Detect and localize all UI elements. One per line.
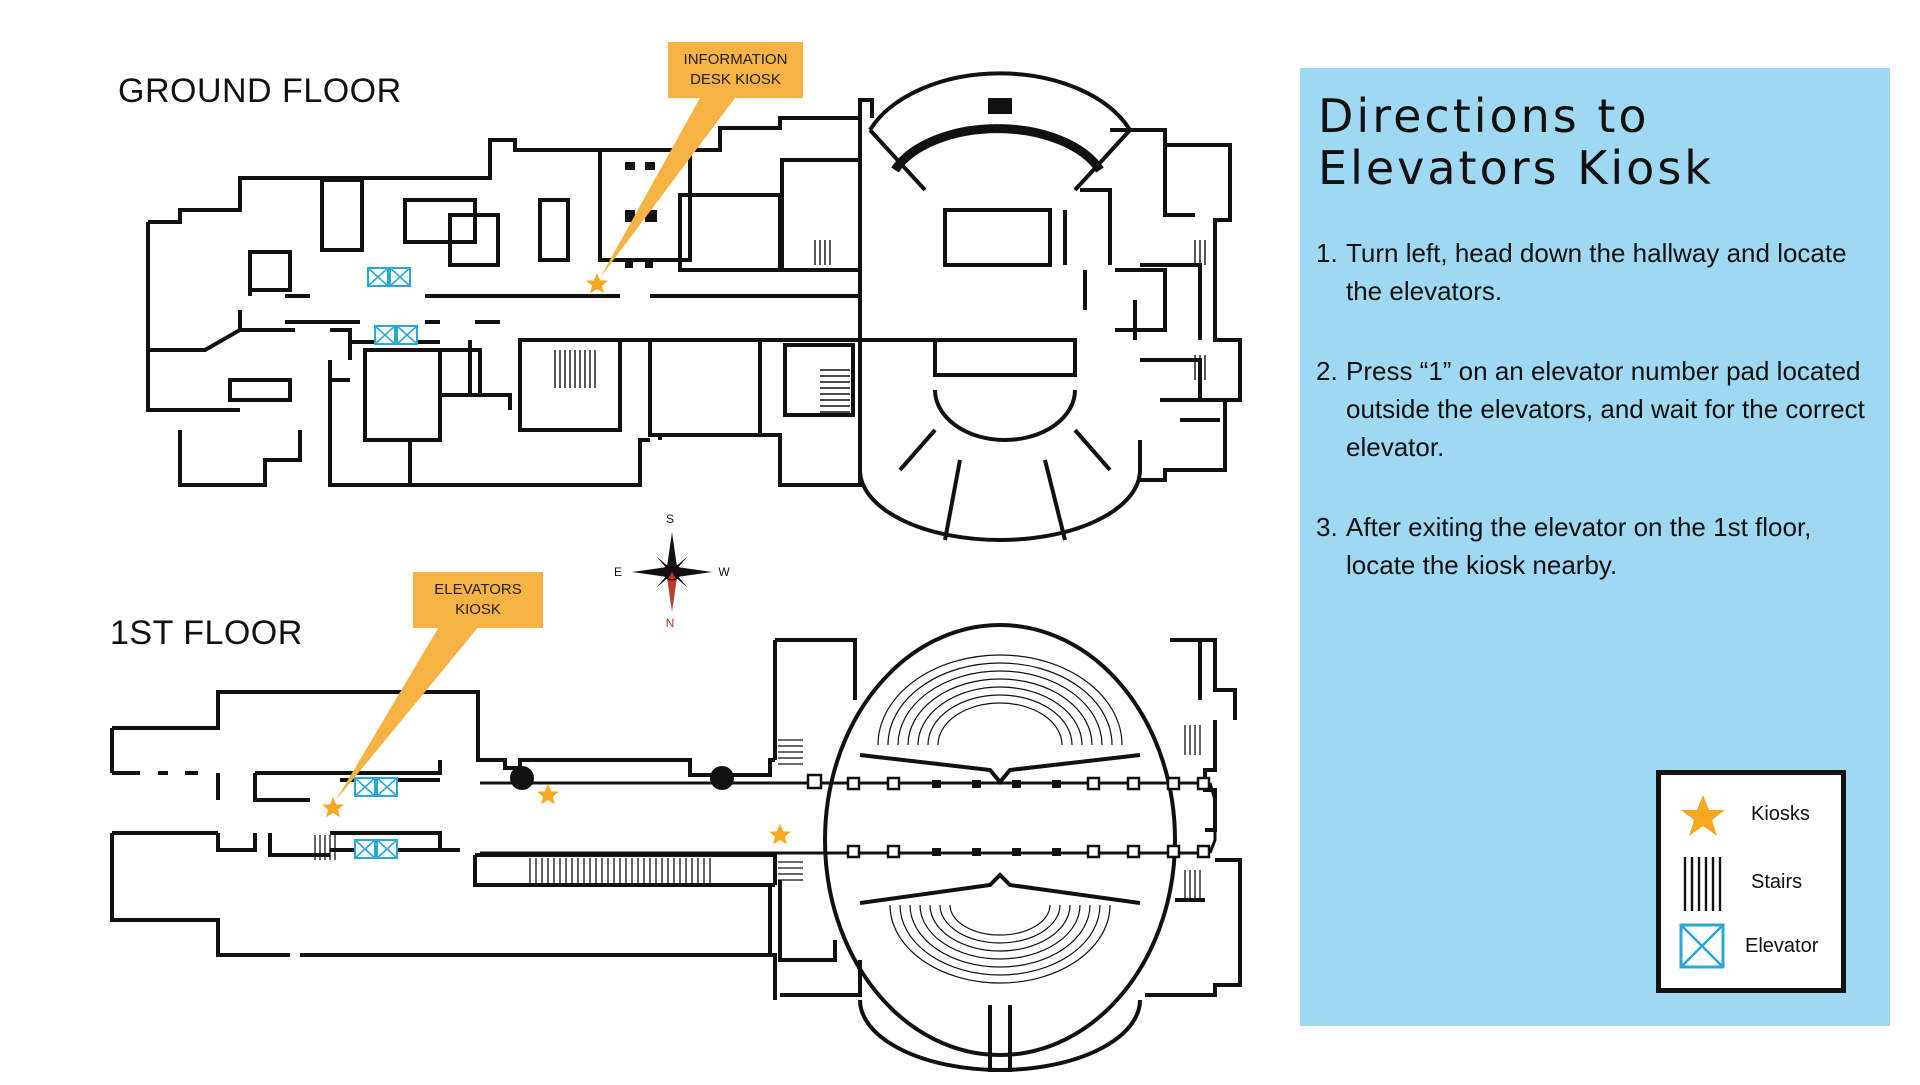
legend-row-kiosks: Kiosks — [1661, 787, 1841, 847]
floor-plan-map: S E W N — [110, 71, 1242, 1072]
callout-line-1: INFORMATION — [683, 51, 788, 68]
ground-floor-plan — [146, 71, 1242, 542]
compass-west-label: W — [718, 565, 730, 579]
first-floor-stairs — [314, 725, 1201, 900]
directions-title: Directions to Elevators Kiosk — [1318, 90, 1714, 194]
directions-title-line-1: Directions to — [1318, 89, 1650, 143]
information-desk-kiosk-star-icon — [586, 273, 608, 294]
legend-label-kiosks: Kiosks — [1751, 803, 1810, 825]
callout-line-2: DESK KIOSK — [690, 71, 781, 88]
kiosk-star-icon — [537, 784, 559, 805]
compass-east-label: E — [614, 565, 622, 579]
first-floor-elevators — [354, 777, 398, 859]
callout-line-2: KIOSK — [455, 601, 501, 618]
directions-title-line-2: Elevators Kiosk — [1318, 141, 1714, 195]
elevator-icon — [1679, 923, 1725, 969]
kiosk-star-icon — [769, 824, 791, 845]
elevators-kiosk-star-icon — [322, 797, 344, 818]
step-number: 2. — [1316, 356, 1338, 386]
compass-south-label: S — [666, 512, 674, 526]
information-desk-kiosk-callout: INFORMATION DESK KIOSK — [668, 42, 803, 98]
map-legend: Kiosks Stairs Elevator — [1656, 770, 1846, 993]
direction-step: 1. Turn left, head down the hallway and … — [1316, 234, 1876, 310]
ground-stairs — [554, 240, 1206, 413]
direction-step: 3. After exiting the elevator on the 1st… — [1316, 508, 1876, 584]
stairs-icon — [1683, 857, 1722, 911]
ground-elevators — [367, 267, 418, 345]
compass-icon — [632, 532, 712, 612]
step-text: After exiting the elevator on the 1st fl… — [1346, 512, 1812, 580]
compass-north-label: N — [666, 616, 675, 630]
legend-label-elevator: Elevator — [1745, 935, 1819, 957]
legend-row-elevator: Elevator — [1661, 921, 1841, 981]
step-number: 3. — [1316, 512, 1338, 542]
legend-label-stairs: Stairs — [1751, 871, 1803, 893]
first-floor-plan — [110, 623, 1242, 1072]
step-number: 1. — [1316, 238, 1338, 268]
first-floor-title: 1ST FLOOR — [110, 614, 303, 652]
elevators-kiosk-callout: ELEVATORS KIOSK — [413, 572, 543, 628]
legend-row-stairs: Stairs — [1661, 853, 1841, 913]
ground-floor-title: GROUND FLOOR — [118, 72, 402, 110]
step-text: Press “1” on an elevator number pad loca… — [1346, 356, 1865, 462]
star-icon — [1681, 795, 1725, 836]
step-text: Turn left, head down the hallway and loc… — [1346, 238, 1847, 306]
direction-step: 2. Press “1” on an elevator number pad l… — [1316, 352, 1876, 466]
callout-line-1: ELEVATORS — [434, 581, 522, 598]
